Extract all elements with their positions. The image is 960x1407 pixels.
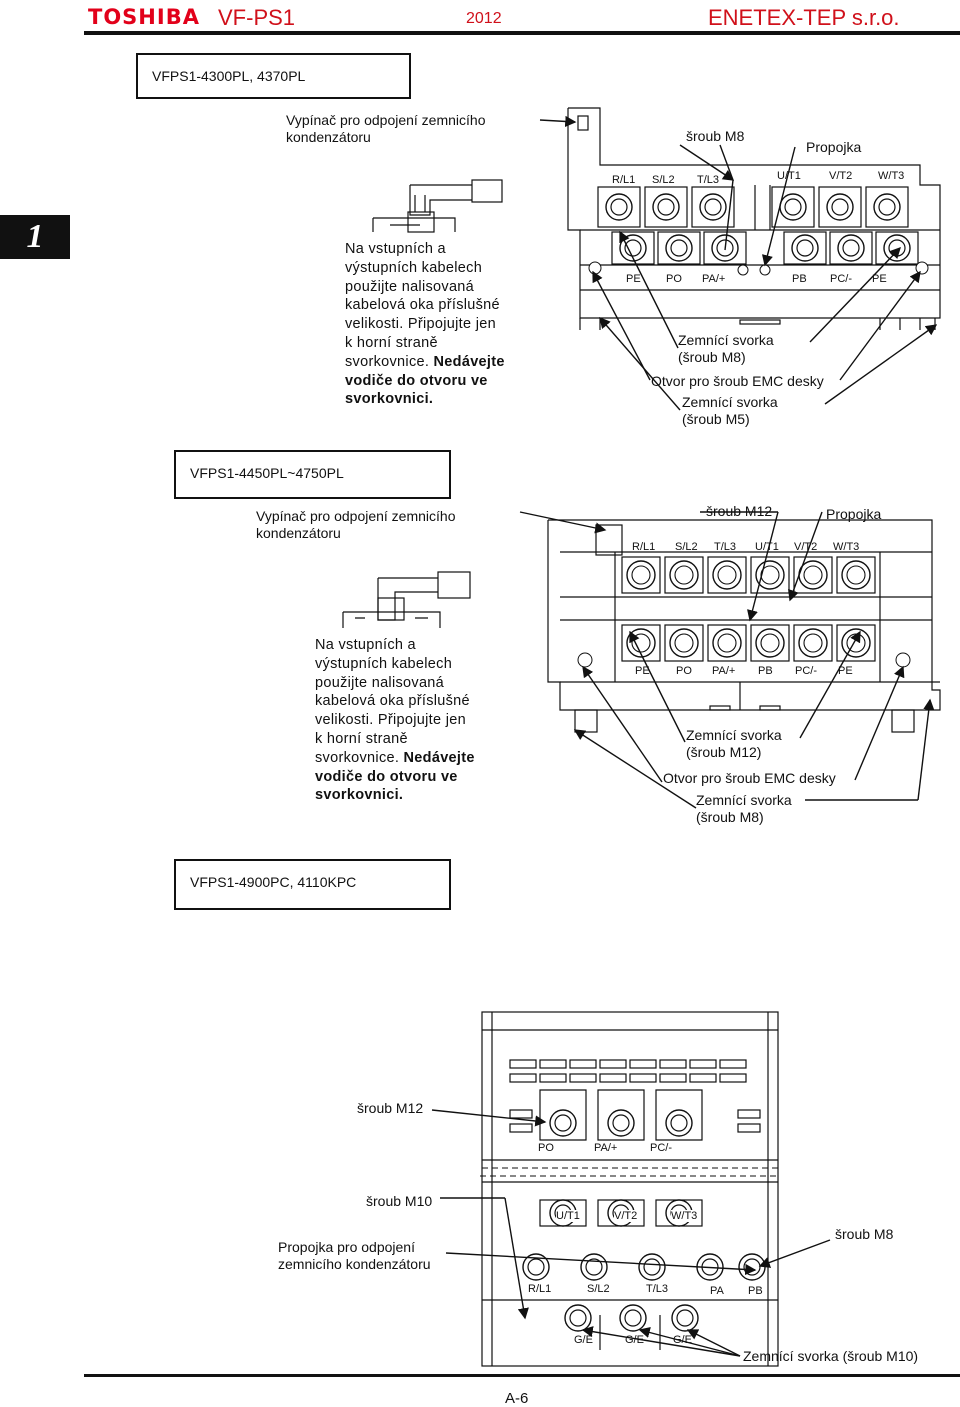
terminal-pa-2: PA/+ bbox=[712, 665, 736, 677]
terminal-v-t2-3: V/T2 bbox=[614, 1210, 638, 1222]
cable-note-2: Na vstupních a výstupních kabelech použi… bbox=[315, 636, 475, 805]
terminal-pe-a-1: PE bbox=[626, 273, 641, 285]
terminal-s-l2-2: S/L2 bbox=[675, 541, 698, 553]
terminal-pb-2: PB bbox=[758, 665, 773, 677]
terminal-v-t2-1: V/T2 bbox=[829, 170, 853, 182]
section-title-1: VFPS1-4300PL, 4370PL bbox=[136, 53, 411, 99]
terminal-ge-b-3: G/E bbox=[625, 1334, 644, 1346]
terminal-t-l3-1: T/L3 bbox=[697, 174, 720, 186]
terminal-v-t2-2: V/T2 bbox=[794, 541, 818, 553]
header-rule bbox=[84, 31, 960, 35]
terminal-pc-3: PC/- bbox=[650, 1142, 672, 1154]
terminal-t-l3-2: T/L3 bbox=[714, 541, 737, 553]
terminal-po-3: PO bbox=[538, 1142, 554, 1154]
terminal-w-t3-1: W/T3 bbox=[878, 170, 905, 182]
terminal-r-l1-1: R/L1 bbox=[612, 174, 636, 186]
cable-note-2-warning: Nedávejte vodiče do otvoru ve svorkovnic… bbox=[315, 749, 475, 804]
terminal-u-t1-2: U/T1 bbox=[755, 541, 779, 553]
toshiba-logo: TOSHIBA bbox=[88, 5, 200, 29]
capacitor-switch-label-2: Vypínač pro odpojení zemnicího kondenzát… bbox=[256, 508, 456, 541]
terminal-pc-2: PC/- bbox=[795, 665, 817, 677]
terminal-ge-c-3: G/E bbox=[673, 1334, 692, 1346]
footer-rule bbox=[84, 1374, 960, 1377]
terminal-r-l1-2: R/L1 bbox=[632, 541, 656, 553]
capacitor-switch-1 bbox=[372, 179, 503, 233]
model-name: VF-PS1 bbox=[218, 5, 296, 30]
terminal-po-1: PO bbox=[666, 273, 682, 285]
emc-hole-label-2: Otvor pro šroub EMC desky bbox=[663, 770, 836, 786]
cable-note-2-text: Na vstupních a výstupních kabelech použi… bbox=[315, 637, 470, 766]
company-name: ENETEX-TEP s.r.o. bbox=[708, 5, 900, 30]
year: 2012 bbox=[466, 10, 502, 27]
section-title-2: VFPS1-4450PL~4750PL bbox=[174, 450, 451, 499]
terminal-w-t3-2: W/T3 bbox=[833, 541, 860, 553]
terminal-pb-1: PB bbox=[792, 273, 807, 285]
ground-terminal-m12-label: Zemnící svorka (šroub M12) bbox=[686, 727, 782, 760]
cable-note-1-text: Na vstupních a výstupních kabelech použi… bbox=[345, 241, 500, 370]
terminal-bolts-2 bbox=[577, 560, 911, 668]
screw-m8-label-3: šroub M8 bbox=[835, 1226, 894, 1242]
capacitor-switch-label-1: Vypínač pro odpojení zemnicího kondenzát… bbox=[286, 112, 486, 145]
jumper-label-1: Propojka bbox=[806, 139, 862, 155]
ground-terminal-m5-label: Zemnící svorka (šroub M5) bbox=[682, 394, 778, 427]
screw-m8-label: šroub M8 bbox=[686, 128, 745, 144]
screw-m12-label-3: šroub M12 bbox=[357, 1100, 424, 1116]
terminal-u-t1-1: U/T1 bbox=[777, 170, 801, 182]
cable-note-1: Na vstupních a výstupních kabelech použi… bbox=[345, 240, 505, 409]
terminal-pa-1: PA/+ bbox=[702, 273, 726, 285]
terminal-po-2: PO bbox=[676, 665, 692, 677]
terminal-u-t1-3: U/T1 bbox=[556, 1210, 580, 1222]
capacitor-switch-2 bbox=[342, 571, 471, 628]
terminal-r-l1-3: R/L1 bbox=[528, 1283, 552, 1295]
terminal-w-t3-3: W/T3 bbox=[671, 1210, 698, 1222]
chapter-tab: 1 bbox=[0, 215, 70, 259]
terminal-ge-a-3: G/E bbox=[574, 1334, 593, 1346]
capacitor-jumper-label: Propojka pro odpojení zemnicího kondenzá… bbox=[278, 1239, 431, 1272]
screw-m10-label: šroub M10 bbox=[366, 1193, 433, 1209]
terminal-block-3 bbox=[481, 1011, 779, 1367]
terminal-block-2 bbox=[547, 519, 941, 733]
terminal-pa-3: PA/+ bbox=[594, 1142, 618, 1154]
terminal-pe-b-1: PE bbox=[872, 273, 887, 285]
page-number: A-6 bbox=[505, 1390, 529, 1407]
terminal-pa-out-3: PA bbox=[710, 1285, 724, 1297]
ground-terminal-m10-label: Zemnící svorka (šroub M10) bbox=[743, 1348, 919, 1364]
terminal-s-l2-1: S/L2 bbox=[652, 174, 675, 186]
ground-terminal-m8-label-2: Zemnící svorka (šroub M8) bbox=[696, 792, 792, 825]
emc-hole-label-1: Otvor pro šroub EMC desky bbox=[651, 373, 824, 389]
terminal-s-l2-3: S/L2 bbox=[587, 1283, 610, 1295]
section-title-3: VFPS1-4900PC, 4110KPC bbox=[174, 859, 451, 910]
terminal-pc-1: PC/- bbox=[830, 273, 852, 285]
cable-note-1-warning: Nedávejte vodiče do otvoru ve svorkovnic… bbox=[345, 353, 505, 408]
screw-m12-label: šroub M12 bbox=[706, 503, 773, 519]
jumper-label-2: Propojka bbox=[826, 506, 882, 522]
terminal-t-l3-3: T/L3 bbox=[646, 1283, 669, 1295]
terminal-pe-b-2: PE bbox=[838, 665, 853, 677]
terminal-pb-3: PB bbox=[748, 1285, 763, 1297]
ground-terminal-m8-label: Zemnící svorka (šroub M8) bbox=[678, 332, 774, 365]
terminal-pe-a-2: PE bbox=[635, 665, 650, 677]
